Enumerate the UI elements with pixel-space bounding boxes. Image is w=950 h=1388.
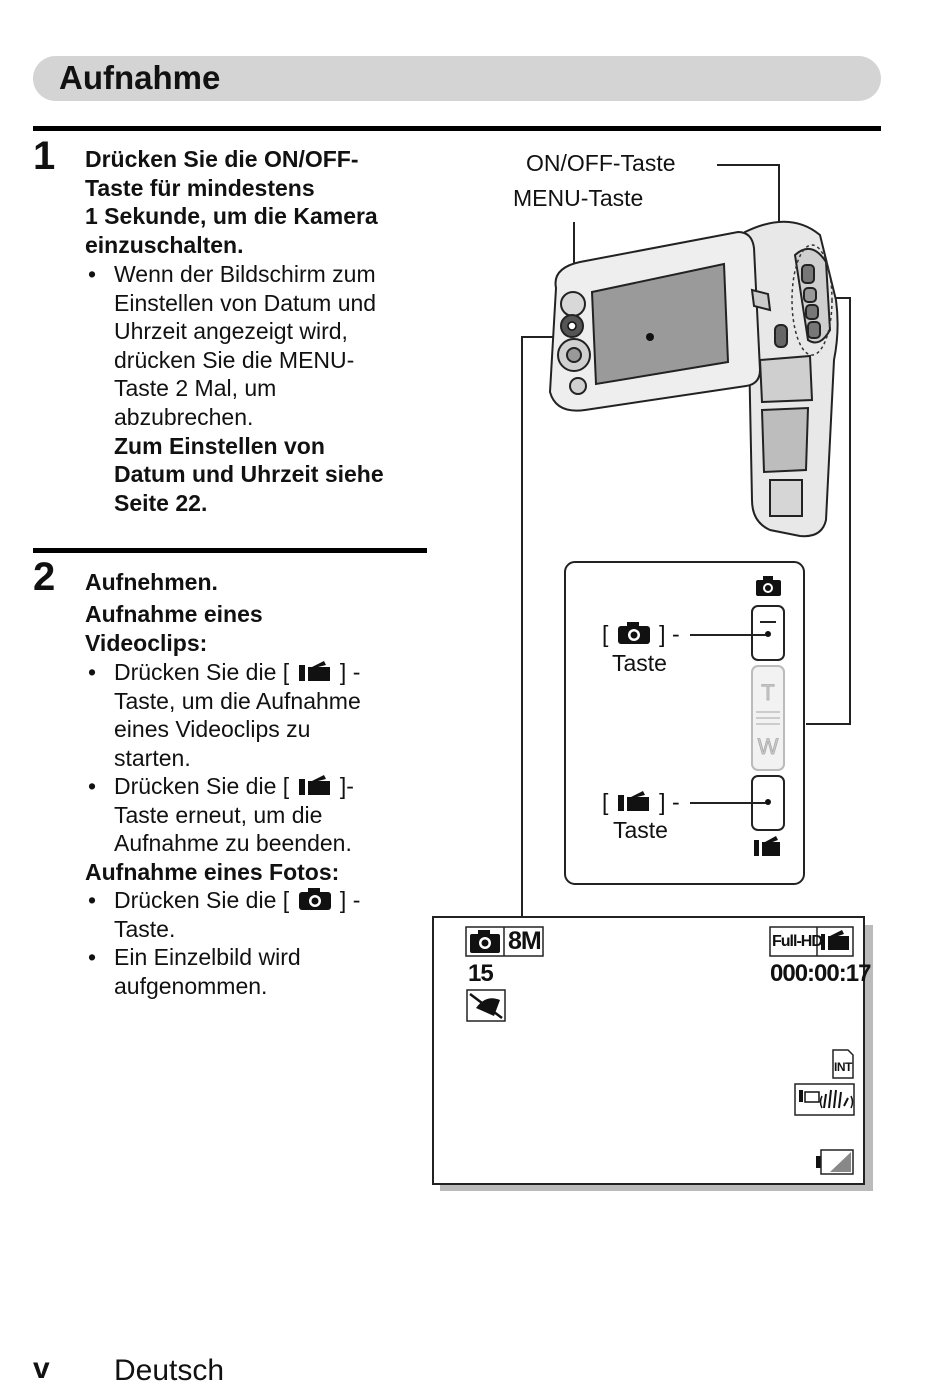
step1-number: 1: [33, 134, 56, 178]
step2-heading: Aufnehmen.: [85, 569, 218, 595]
step1-bullet-dot: •: [88, 261, 97, 287]
zoom-tele-label: T: [761, 680, 774, 705]
photo-bullet1: Drücken Sie die [ ] - Taste.: [114, 887, 361, 942]
photo-button-callout: [ ] -: [602, 621, 680, 647]
zoom-wide-label: W: [758, 734, 779, 759]
photo-camera-icon: [298, 888, 331, 910]
resolution-indicator: 8M: [508, 927, 542, 955]
video-heading: Aufnahme eines Videoclips:: [85, 601, 263, 656]
video-camera-icon: [754, 836, 780, 856]
video-camera-icon: [298, 775, 330, 795]
footer-language: Deutsch: [114, 1354, 225, 1387]
video-button-callout: [ ] -: [602, 789, 680, 815]
step1-heading: Drücken Sie die ON/OFF- Taste für mindes…: [85, 146, 378, 258]
video-camera-icon: [298, 661, 330, 681]
page-number: v: [33, 1352, 50, 1385]
step1-bullet: Wenn der Bildschirm zum Einstellen von D…: [114, 261, 384, 516]
video-bullet1: Drücken Sie die [ ] - Taste, um die Aufn…: [114, 659, 361, 771]
section-title: Aufnahme: [59, 59, 221, 96]
video-mode-indicator: Full-HD: [772, 933, 823, 950]
photo-bullet2: Ein Einzelbild wird aufgenommen.: [114, 944, 301, 999]
top-rule: [33, 126, 881, 131]
photo-camera-icon: [617, 622, 650, 644]
photo-bullet2-dot: •: [88, 944, 97, 970]
video-bullet2-dot: •: [88, 773, 97, 799]
photo-bullet1-dot: •: [88, 887, 97, 913]
section-title-bar: [33, 56, 881, 101]
photo-camera-icon: [756, 576, 781, 596]
on-off-callout: ON/OFF-Taste: [526, 150, 676, 176]
step2-number: 2: [33, 555, 56, 599]
video-bullet1-dot: •: [88, 659, 97, 685]
shots-remaining: 15: [468, 960, 494, 987]
video-bullet2: Drücken Sie die [ ]- Taste erneut, um di…: [114, 773, 354, 857]
step2-rule: [33, 548, 427, 553]
menu-callout: MENU-Taste: [513, 185, 644, 211]
video-button-label: Taste: [613, 817, 668, 843]
recording-timecode: 000:00:17: [770, 960, 871, 987]
photo-heading: Aufnahme eines Fotos:: [85, 859, 340, 885]
video-camera-icon: [617, 791, 649, 811]
photo-button-label: Taste: [612, 650, 667, 676]
internal-memory-indicator: INT: [834, 1060, 852, 1074]
